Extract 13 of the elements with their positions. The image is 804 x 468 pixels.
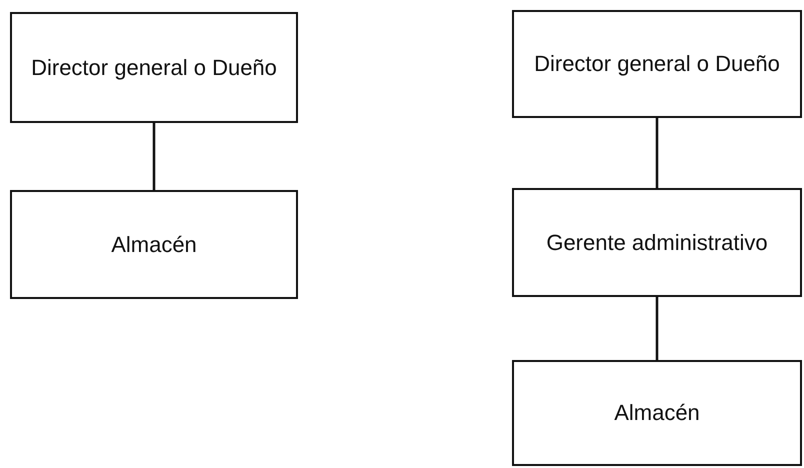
- connector-line: [152, 123, 156, 190]
- box-label: Director general o Dueño: [31, 56, 277, 80]
- org-box: [512, 10, 802, 118]
- org-box: [512, 360, 802, 466]
- box-label: Gerente administrativo: [546, 230, 768, 254]
- org-box: [10, 12, 298, 123]
- box-label: Almacén: [111, 232, 197, 256]
- org-box: [512, 188, 802, 297]
- org-box: [10, 190, 298, 299]
- connector-line: [656, 297, 658, 360]
- connector-line: [656, 118, 658, 188]
- box-label: Director general o Dueño: [534, 52, 780, 76]
- box-label: Almacén: [614, 401, 700, 425]
